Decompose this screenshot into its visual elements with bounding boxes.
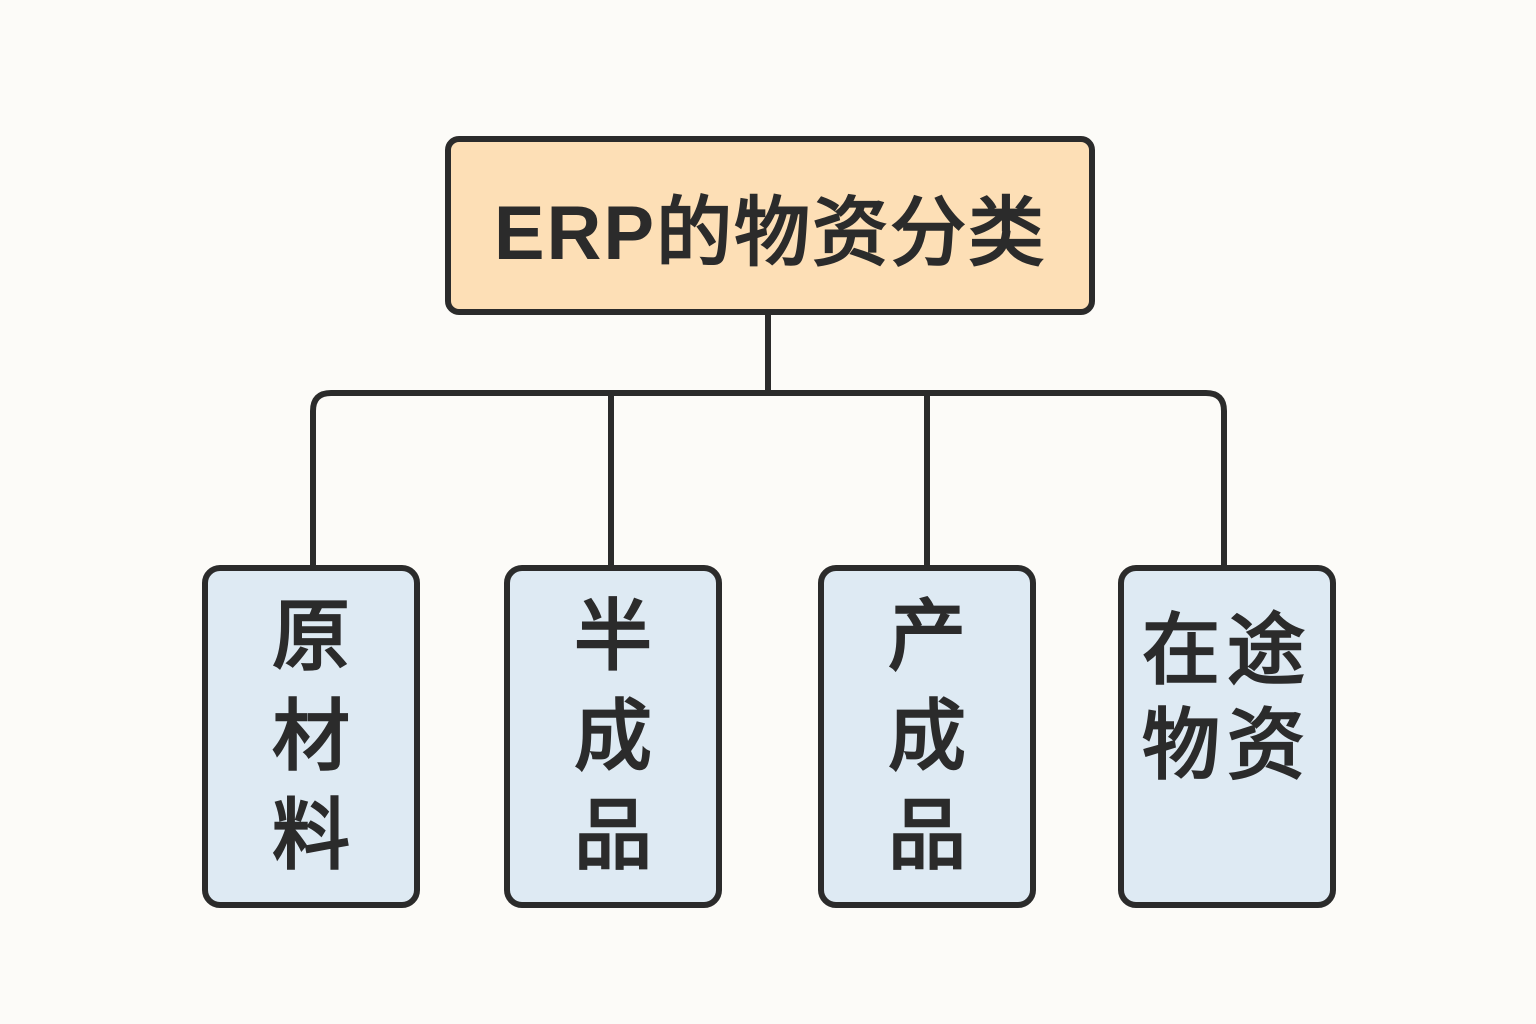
child-node-label: 半成品 [573,591,652,880]
node-erp-material-classification: ERP的物资分类 [445,136,1095,315]
root-node-label: ERP的物资分类 [493,190,1047,276]
connector-bus [310,390,1227,568]
child-node-label: 产成品 [887,591,966,880]
child-node-label: 原材料 [271,591,350,880]
child-node-label: 在途物资 [1141,606,1312,790]
node-semi-finished-goods: 半成品 [504,565,722,908]
node-raw-materials: 原材料 [202,565,420,908]
node-materials-in-transit: 在途物资 [1118,565,1336,908]
node-finished-goods: 产成品 [818,565,1036,908]
